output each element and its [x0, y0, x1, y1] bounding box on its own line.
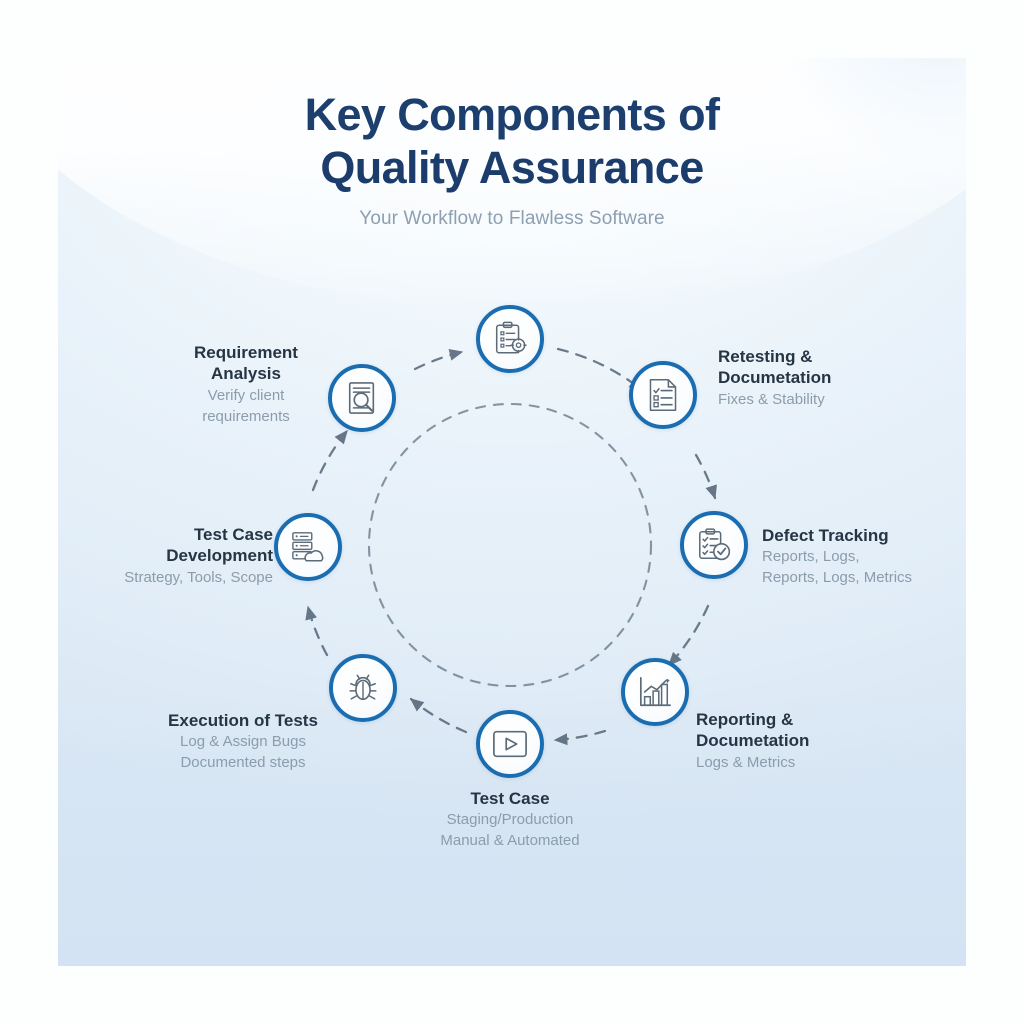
node-circle-defect-tracking[interactable]: [680, 511, 748, 579]
poster-card: Key Components of Quality Assurance Your…: [58, 58, 966, 966]
label-execution-of-tests: Execution of Tests Log & Assign Bugs Doc…: [113, 710, 373, 773]
node-circle-requirement-analysis[interactable]: [328, 364, 396, 432]
background-corner-glow: [620, 58, 966, 258]
document-magnifier-icon: [348, 382, 375, 414]
label-reporting-documentation: Reporting & Documetation Logs & Metrics: [696, 709, 926, 773]
label-sub-test-case-2: Manual & Automated: [440, 832, 580, 850]
node-circle-reporting-documentation[interactable]: [621, 658, 689, 726]
page-title-line-1: Key Components of: [304, 89, 720, 140]
connector-right-to-bottom-right: [667, 604, 710, 667]
label-test-case-development: Test Case Development Strategy, Tools, S…: [58, 524, 273, 588]
label-title-requirement-line-2: Analysis: [211, 364, 281, 384]
connector-top-to-top-right: [556, 347, 644, 392]
label-requirement-analysis: Requirement Analysis Verify client requi…: [116, 342, 376, 427]
connector-top-left-to-top: [413, 349, 464, 371]
connector-bottom-to-bottom-left: [409, 697, 468, 734]
connector-bottom-left-to-left: [305, 605, 329, 657]
label-title-retesting-line-2: Documetation: [718, 368, 832, 388]
label-retesting-documentation: Retesting & Documetation Fixes & Stabili…: [718, 346, 948, 410]
node-circle-test-case-development[interactable]: [274, 513, 342, 581]
node-circle-execution-of-tests[interactable]: [329, 654, 397, 722]
label-title-requirement-line-1: Requirement: [194, 343, 298, 362]
play-button-icon: [493, 730, 527, 758]
label-sub-retesting-1: Fixes & Stability: [718, 390, 825, 408]
qa-cycle-diagram: Retesting & Documetation Fixes & Stabili…: [58, 58, 966, 966]
node-circle-retesting-documentation[interactable]: [629, 361, 697, 429]
cycle-connectors: [305, 347, 717, 746]
label-sub-reporting-1: Logs & Metrics: [696, 753, 796, 771]
connector-bottom-right-to-bottom: [553, 729, 607, 746]
label-title-retesting-line-1: Retesting &: [718, 347, 813, 366]
label-title-test-case-dev-line-1: Test Case: [193, 525, 273, 544]
label-title-test-case: Test Case: [470, 789, 550, 808]
node-circle-test-case[interactable]: [476, 710, 544, 778]
connector-left-to-top-left: [311, 429, 349, 492]
page-header: Key Components of Quality Assurance Your…: [58, 88, 966, 230]
label-sub-execution-1: Log & Assign Bugs: [180, 733, 306, 751]
connector-top-right-to-right: [694, 453, 717, 500]
clipboard-gear-icon: [495, 321, 527, 354]
label-title-test-case-dev-line-2: Development: [166, 546, 273, 566]
server-cloud-icon: [292, 532, 324, 562]
label-sub-requirement-2: requirements: [202, 407, 290, 425]
label-sub-defect-tracking-2: Reports, Logs, Metrics: [762, 569, 913, 587]
label-test-case: Test Case Staging/Production Manual & Au…: [380, 788, 640, 851]
label-sub-test-case-1: Staging/Production: [446, 811, 574, 829]
inner-dashed-circle: [367, 402, 653, 688]
clipboard-check-icon: [699, 528, 731, 561]
page-title-line-2: Quality Assurance: [320, 142, 704, 194]
label-sub-defect-tracking-1: Reports, Logs,: [762, 548, 860, 566]
label-defect-tracking: Defect Tracking Reports, Logs, Reports, …: [762, 525, 966, 588]
bar-chart-growth-icon: [639, 676, 671, 707]
label-sub-execution-2: Documented steps: [180, 754, 306, 772]
node-circle-test-planning[interactable]: [476, 305, 544, 373]
page-subtitle: Your Workflow to Flawless Software: [359, 208, 665, 230]
label-title-execution-of-tests: Execution of Tests: [168, 711, 318, 730]
label-title-reporting-line-2: Documetation: [696, 731, 810, 751]
checklist-document-icon: [649, 379, 677, 411]
label-title-reporting-line-1: Reporting &: [696, 710, 794, 729]
label-sub-requirement-1: Verify client: [207, 386, 285, 404]
label-title-defect-tracking: Defect Tracking: [762, 526, 889, 545]
label-sub-test-case-dev-1: Strategy, Tools, Scope: [124, 568, 273, 586]
bug-icon: [349, 674, 377, 701]
